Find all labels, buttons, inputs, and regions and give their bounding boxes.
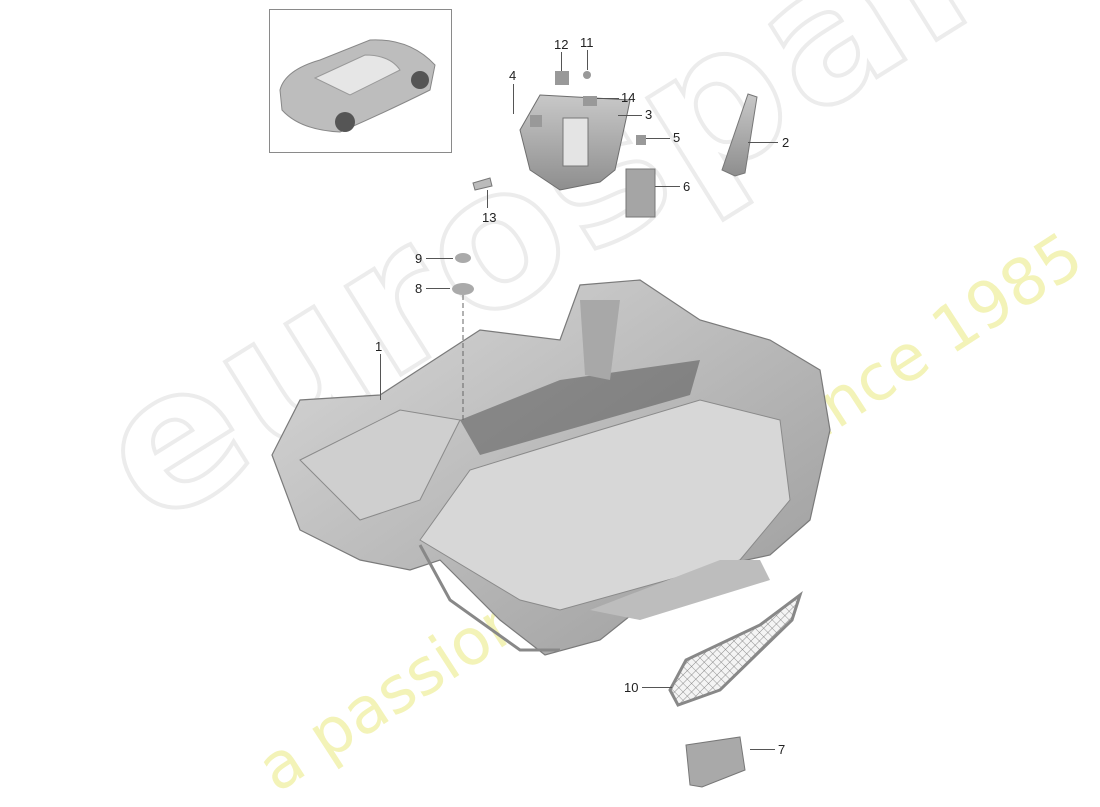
callout-12[interactable]: 12 [554,37,569,52]
clip-part-11 [583,71,591,79]
leader-line-10 [642,687,672,688]
cover-plate-part [625,168,656,218]
callout-9[interactable]: 9 [415,251,423,266]
callout-7[interactable]: 7 [778,742,786,757]
leader-line-6 [655,186,680,187]
washer-part-8 [452,283,474,295]
plate-part-12 [555,71,569,85]
callout-10[interactable]: 10 [624,680,639,695]
leader-line-8 [426,288,450,289]
floor-covering-part [271,279,831,656]
callout-1[interactable]: 1 [375,339,383,354]
callout-5[interactable]: 5 [673,130,681,145]
bracket-part-4 [530,115,542,127]
leader-line-4 [513,84,514,114]
leader-line-1 [380,354,381,400]
callout-11[interactable]: 11 [580,35,594,50]
callout-13[interactable]: 13 [482,210,497,225]
car-icon [279,39,436,133]
callout-2[interactable]: 2 [782,135,790,150]
leader-line-7 [750,749,775,750]
callout-3[interactable]: 3 [645,107,653,122]
nut-part-9 [455,253,471,263]
leader-line-12 [561,52,562,71]
leader-line-9 [426,258,453,259]
callout-14[interactable]: 14 [621,90,636,105]
storage-net-part [668,590,803,707]
leader-line-5 [646,138,670,139]
leader-line-3 [618,115,642,116]
leader-line-11 [587,50,588,70]
leader-line-13 [487,190,488,208]
leader-line-14 [597,98,619,99]
storage-tray-part [685,736,746,788]
pad-part-14 [583,96,597,106]
clip-part-5 [636,135,646,145]
rivet-part-13 [472,177,493,191]
callout-4[interactable]: 4 [509,68,517,83]
side-trim-part [721,93,758,177]
callout-8[interactable]: 8 [415,281,423,296]
console-trim-part [519,94,631,191]
leader-line-2 [748,142,778,143]
vehicle-thumbnail [269,9,452,153]
callout-6[interactable]: 6 [683,179,691,194]
